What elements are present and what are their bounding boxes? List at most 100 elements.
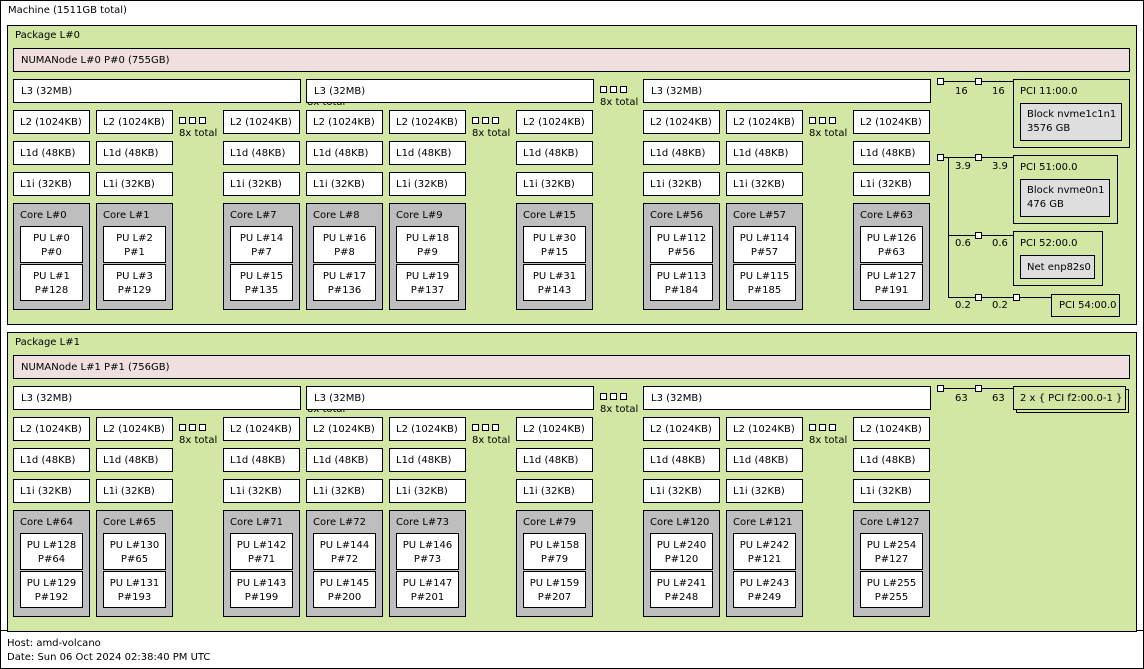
l1d-cache: L1d (48KB) [13, 448, 90, 472]
pu-logical: PU L#144 [319, 540, 370, 551]
l2-cache: L2 (1024KB) [306, 417, 383, 441]
link-speed: 0.2 [955, 300, 971, 311]
l1i-label: L1i (32KB) [396, 179, 448, 190]
pu-logical: PU L#30 [532, 233, 577, 244]
l3-label: L3 (32MB) [314, 86, 366, 97]
more-indicator: 8x total [179, 128, 218, 139]
l2-cache: L2 (1024KB) [643, 417, 720, 441]
l1i-cache: L1i (32KB) [389, 479, 466, 503]
pu-physical: P#63 [877, 246, 906, 258]
core-label: Core L#56 [650, 210, 703, 221]
pu-logical: PU L#241 [656, 578, 707, 589]
pu-logical: PU L#31 [532, 271, 577, 282]
pu-logical: PU L#16 [322, 233, 367, 244]
l2-cache: L2 (1024KB) [96, 110, 173, 134]
l3-cache: L3 (32MB) [306, 386, 594, 410]
link-line [948, 157, 975, 158]
link-square [1013, 294, 1020, 301]
link-square [620, 393, 627, 400]
l1d-label: L1d (48KB) [313, 455, 369, 466]
core-label: Core L#73 [396, 517, 449, 528]
pu-physical: P#121 [747, 553, 782, 565]
link-square [610, 393, 617, 400]
link-line [982, 388, 1013, 389]
pci-label: PCI 51:00.0 [1020, 162, 1078, 173]
l2-cache: L2 (1024KB) [853, 417, 930, 441]
l3-label: L3 (32MB) [651, 393, 703, 404]
pu-logical: PU L#243 [739, 578, 790, 589]
link-square [600, 393, 607, 400]
l1d-label: L1d (48KB) [396, 148, 452, 159]
pu-physical: P#129 [117, 284, 152, 296]
l1i-label: L1i (32KB) [860, 179, 912, 190]
l1i-label: L1i (32KB) [103, 179, 155, 190]
link-square [937, 78, 944, 85]
link-line [948, 235, 975, 236]
l1i-cache: L1i (32KB) [96, 479, 173, 503]
pci-label: 2 x { PCI f2:00.0-1 } [1020, 393, 1123, 404]
core-label: Core L#9 [396, 210, 443, 221]
l2-label: L2 (1024KB) [230, 117, 292, 128]
link-line [982, 297, 1013, 298]
more-indicator: 8x total [809, 128, 848, 139]
l3-cache: L3 (32MB) [643, 79, 931, 103]
numa-label: NUMANode L#1 P#1 (756GB) [21, 362, 170, 373]
pu-logical: PU L#129 [26, 578, 77, 589]
l1i-label: L1i (32KB) [733, 179, 785, 190]
l2-cache: L2 (1024KB) [643, 110, 720, 134]
l1i-cache: L1i (32KB) [516, 172, 593, 196]
pu-physical: P#207 [537, 591, 572, 603]
link-square [975, 78, 982, 85]
link-square [975, 294, 982, 301]
numa-node: NUMANode L#0 P#0 (755GB) [13, 48, 1130, 72]
pu-physical: P#7 [251, 246, 272, 258]
l2-cache: L2 (1024KB) [306, 110, 383, 134]
l1d-label: L1d (48KB) [733, 455, 789, 466]
core-label: Core L#7 [230, 210, 277, 221]
link-square [492, 424, 499, 431]
link-square [975, 385, 982, 392]
package-label: Package L#1 [15, 337, 80, 348]
l1d-cache: L1d (48KB) [643, 448, 720, 472]
l2-cache: L2 (1024KB) [223, 110, 300, 134]
l1d-label: L1d (48KB) [20, 455, 76, 466]
l2-label: L2 (1024KB) [650, 117, 712, 128]
link-speed: 3.9 [992, 161, 1008, 172]
l3-cache: L3 (32MB) [13, 79, 301, 103]
l2-label: L2 (1024KB) [20, 117, 82, 128]
block-size: 3576 GB [1027, 123, 1071, 134]
l1d-label: L1d (48KB) [860, 455, 916, 466]
pu-physical: P#249 [747, 591, 782, 603]
link-speed: 63 [992, 393, 1005, 404]
l2-label: L2 (1024KB) [20, 424, 82, 435]
l3-cache: L3 (32MB) [643, 386, 931, 410]
l2-label: L2 (1024KB) [733, 117, 795, 128]
pu-logical: PU L#147 [402, 578, 453, 589]
link-square [189, 117, 196, 124]
l2-label: L2 (1024KB) [313, 117, 375, 128]
l1i-label: L1i (32KB) [20, 486, 72, 497]
pu-physical: P#143 [537, 284, 572, 296]
l1d-cache: L1d (48KB) [306, 448, 383, 472]
l2-label: L2 (1024KB) [230, 424, 292, 435]
l1i-label: L1i (32KB) [860, 486, 912, 497]
link-square [199, 117, 206, 124]
l1i-label: L1i (32KB) [733, 486, 785, 497]
link-speed: 0.6 [992, 238, 1008, 249]
l1d-cache: L1d (48KB) [516, 141, 593, 165]
core-label: Core L#15 [523, 210, 576, 221]
